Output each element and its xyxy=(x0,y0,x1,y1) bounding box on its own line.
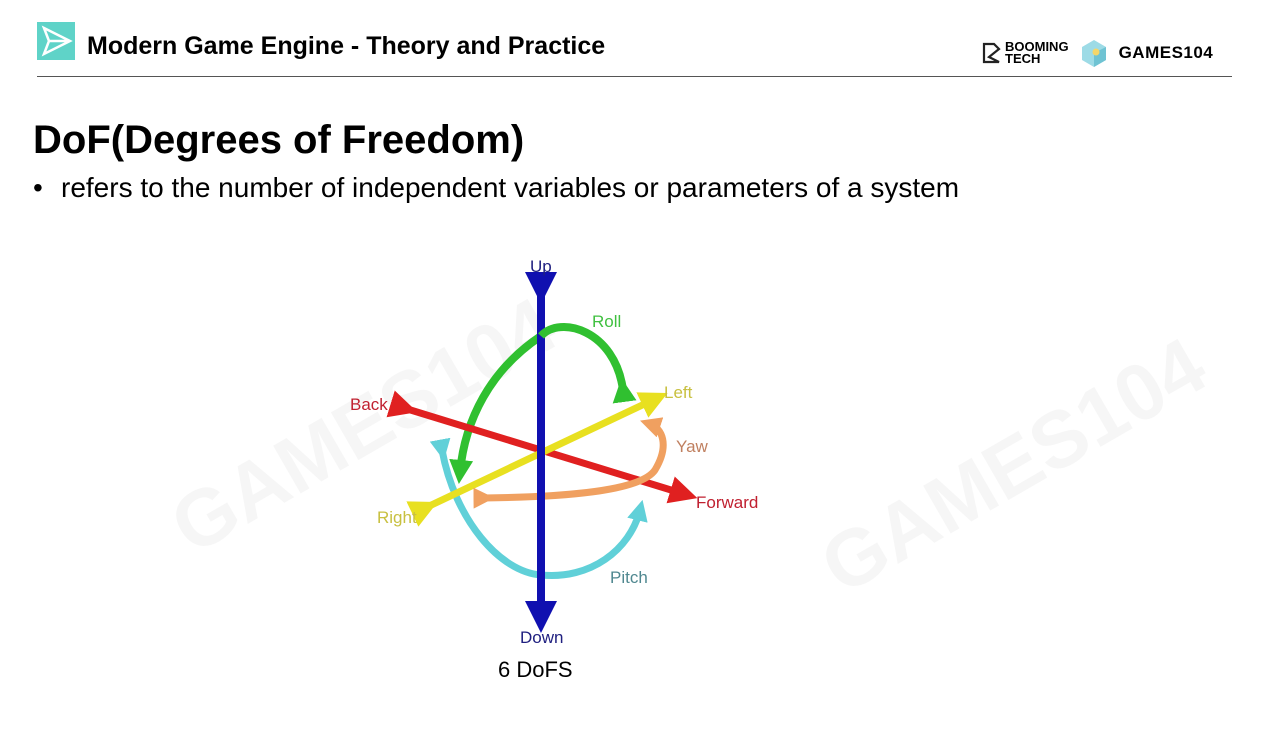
bullet-marker: • xyxy=(33,172,43,203)
roll-arc-back xyxy=(449,332,544,484)
games104-logo-text: GAMES104 xyxy=(1118,43,1214,62)
bullet-item: • refers to the number of independent var… xyxy=(33,172,959,204)
label-yaw: Yaw xyxy=(676,437,709,456)
label-right: Right xyxy=(377,508,417,527)
label-up: Up xyxy=(530,257,552,276)
brand-text: BOOMING xyxy=(1005,39,1069,54)
games104-cube-icon xyxy=(1081,40,1106,67)
label-pitch: Pitch xyxy=(610,568,648,587)
label-down: Down xyxy=(520,628,563,647)
course-logo-icon xyxy=(37,22,75,60)
roll-arc-front xyxy=(538,323,637,404)
label-back: Back xyxy=(350,395,388,414)
header-divider xyxy=(37,76,1232,77)
label-left: Left xyxy=(664,383,693,402)
slide-title: DoF(Degrees of Freedom) xyxy=(33,118,525,162)
brand-text: TECH xyxy=(1005,51,1041,66)
label-forward: Forward xyxy=(696,493,758,512)
course-title: Modern Game Engine - Theory and Practice xyxy=(87,32,606,60)
label-roll: Roll xyxy=(592,312,621,331)
bullet-text: refers to the number of independent vari… xyxy=(61,172,960,203)
diagram-caption: 6 DoFS xyxy=(498,657,573,682)
